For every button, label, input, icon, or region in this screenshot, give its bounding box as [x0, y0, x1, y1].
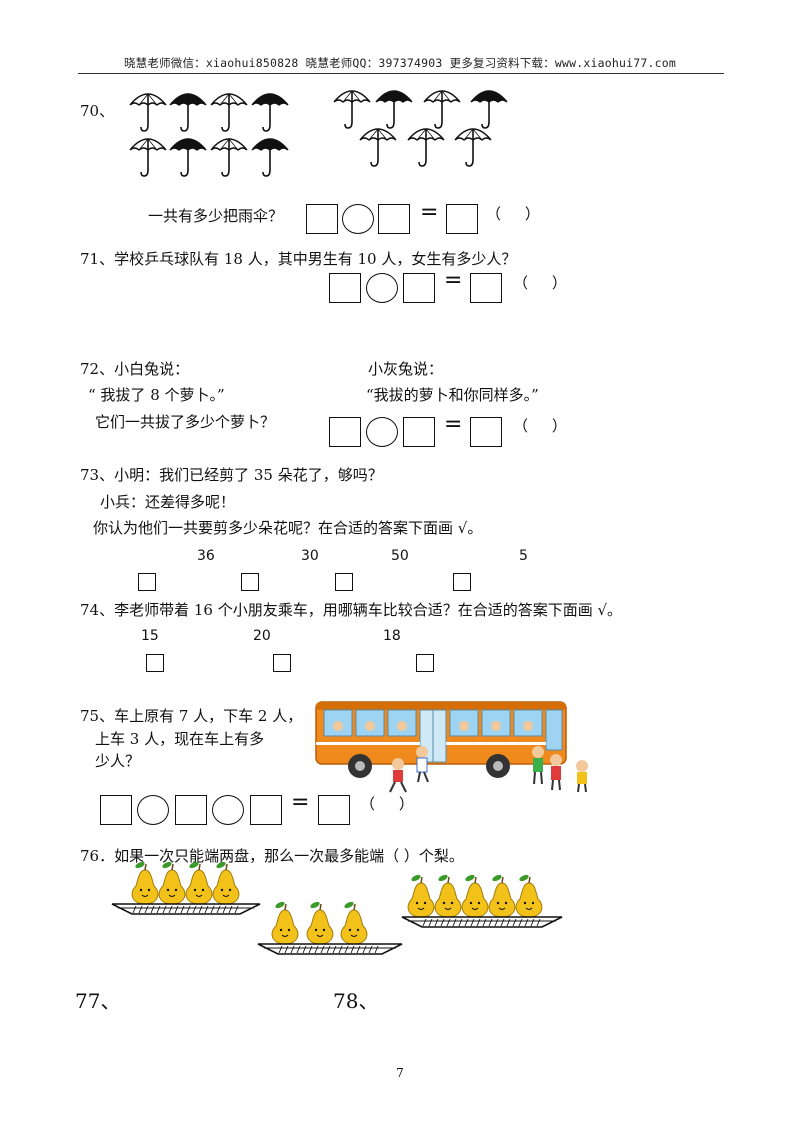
- q75-line1: 75、车上原有 7 人，下车 2 人，: [80, 707, 303, 725]
- pear-icon: [185, 861, 213, 905]
- q72-answer-box-1[interactable]: [329, 417, 361, 447]
- q70-number: 70、: [80, 102, 115, 120]
- umbrella-icon: [210, 93, 248, 132]
- pear-icon: [271, 901, 299, 945]
- plate-icon: [111, 903, 261, 915]
- q70-result-box[interactable]: [446, 204, 478, 234]
- umbrella-icon: [423, 90, 461, 129]
- q72-result-box[interactable]: [470, 417, 502, 447]
- pear-icon: [488, 874, 516, 918]
- q73-checkbox[interactable]: [241, 573, 259, 591]
- header-divider: [78, 73, 724, 74]
- q73-checkbox[interactable]: [138, 573, 156, 591]
- bus-illustration: [315, 701, 588, 793]
- q70-unit-paren[interactable]: （ ）: [486, 205, 540, 223]
- black-umbrella-icon: [470, 90, 508, 129]
- umbrella-icon: [129, 93, 167, 132]
- pear-icon: [434, 874, 462, 918]
- pear-icon: [340, 901, 368, 945]
- black-umbrella-icon: [375, 90, 413, 129]
- q72-equals: =: [444, 412, 463, 437]
- q70-answer-box-1[interactable]: [306, 204, 338, 234]
- q71-answer-box-2[interactable]: [403, 273, 435, 303]
- q75-answer-box-2[interactable]: [175, 795, 207, 825]
- q74-checkbox[interactable]: [273, 654, 291, 672]
- q72-right-speaker: 小灰兔说：: [368, 360, 444, 378]
- q70-operator-circle[interactable]: [342, 204, 374, 234]
- pear-plates-illustration: [111, 861, 563, 955]
- black-umbrella-icon: [251, 93, 289, 132]
- page-number: 7: [396, 1066, 404, 1080]
- q73-option-label: 5: [519, 548, 528, 564]
- plate-icon: [401, 916, 563, 928]
- q75-unit-paren[interactable]: （ ）: [360, 795, 414, 813]
- q74-checkbox[interactable]: [146, 654, 164, 672]
- q72-question: 它们一共拔了多少个萝卜？: [95, 413, 276, 431]
- umbrella-icon: [129, 138, 167, 177]
- q72-left-speaker: 72、小白兔说：: [80, 360, 190, 378]
- q75-line2: 上车 3 人，现在车上有多: [95, 730, 265, 748]
- q77-label: 77、: [75, 989, 121, 1013]
- black-umbrella-icon: [169, 93, 207, 132]
- pear-icon: [407, 874, 435, 918]
- q78-label: 78、: [333, 989, 379, 1013]
- q73-option-label: 30: [301, 548, 319, 564]
- umbrella-icon: [333, 90, 371, 129]
- pear-icon: [461, 874, 489, 918]
- q70-equals: =: [420, 200, 439, 225]
- umbrella-illustration: [129, 90, 508, 177]
- q75-line3: 少人？: [95, 752, 141, 770]
- q72-unit-paren[interactable]: （ ）: [513, 417, 567, 435]
- q76-question: 76．如果一次只能端两盘，那么一次最多能端（ ）个梨。: [80, 847, 464, 865]
- umbrella-icon: [359, 128, 397, 167]
- pear-icon: [515, 874, 543, 918]
- q75-operator-circle-1[interactable]: [137, 795, 169, 825]
- q73-line1: 73、小明：我们已经剪了 35 朵花了，够吗？: [80, 466, 383, 484]
- pear-icon: [158, 861, 186, 905]
- q72-answer-box-2[interactable]: [403, 417, 435, 447]
- q75-answer-box-3[interactable]: [250, 795, 282, 825]
- q74-option-label: 20: [253, 628, 271, 644]
- q73-line2: 小兵：还差得多呢！: [100, 493, 236, 511]
- umbrella-icon: [454, 128, 492, 167]
- page-header: 晓慧老师微信：xiaohui850828 晓慧老师QQ：397374903 更多…: [123, 56, 676, 70]
- q75-operator-circle-2[interactable]: [212, 795, 244, 825]
- pear-icon: [212, 861, 240, 905]
- q70-answer-box-2[interactable]: [378, 204, 410, 234]
- black-umbrella-icon: [169, 138, 207, 177]
- q72-right-quote: “我拔的萝卜和你同样多。”: [366, 386, 539, 404]
- q71-operator-circle[interactable]: [366, 273, 398, 303]
- q71-unit-paren[interactable]: （ ）: [513, 274, 567, 292]
- q75-answer-box-1[interactable]: [100, 795, 132, 825]
- q75-equals: =: [291, 790, 310, 815]
- q71-result-box[interactable]: [470, 273, 502, 303]
- umbrella-icon: [210, 138, 248, 177]
- plate-icon: [257, 943, 403, 955]
- q71-question: 71、学校乒乓球队有 18 人，其中男生有 10 人，女生有多少人？: [80, 250, 517, 268]
- q71-equals: =: [444, 268, 463, 293]
- q73-checkbox[interactable]: [335, 573, 353, 591]
- q73-option-label: 36: [197, 548, 215, 564]
- q75-result-box[interactable]: [318, 795, 350, 825]
- q73-checkbox[interactable]: [453, 573, 471, 591]
- q74-question: 74、李老师带着 16 个小朋友乘车，用哪辆车比较合适？在合适的答案下面画 √。: [80, 601, 623, 619]
- q73-option-label: 50: [391, 548, 409, 564]
- q73-line3: 你认为他们一共要剪多少朵花呢？在合适的答案下面画 √。: [93, 519, 483, 537]
- black-umbrella-icon: [251, 138, 289, 177]
- umbrella-icon: [407, 128, 445, 167]
- q74-checkbox[interactable]: [416, 654, 434, 672]
- q74-option-label: 18: [383, 628, 401, 644]
- q71-answer-box-1[interactable]: [329, 273, 361, 303]
- pear-icon: [306, 901, 334, 945]
- q70-question: 一共有多少把雨伞？: [148, 207, 284, 225]
- pear-icon: [131, 861, 159, 905]
- q74-option-label: 15: [141, 628, 159, 644]
- q72-operator-circle[interactable]: [366, 417, 398, 447]
- q72-left-quote: “ 我拔了 8 个萝卜。”: [88, 386, 225, 404]
